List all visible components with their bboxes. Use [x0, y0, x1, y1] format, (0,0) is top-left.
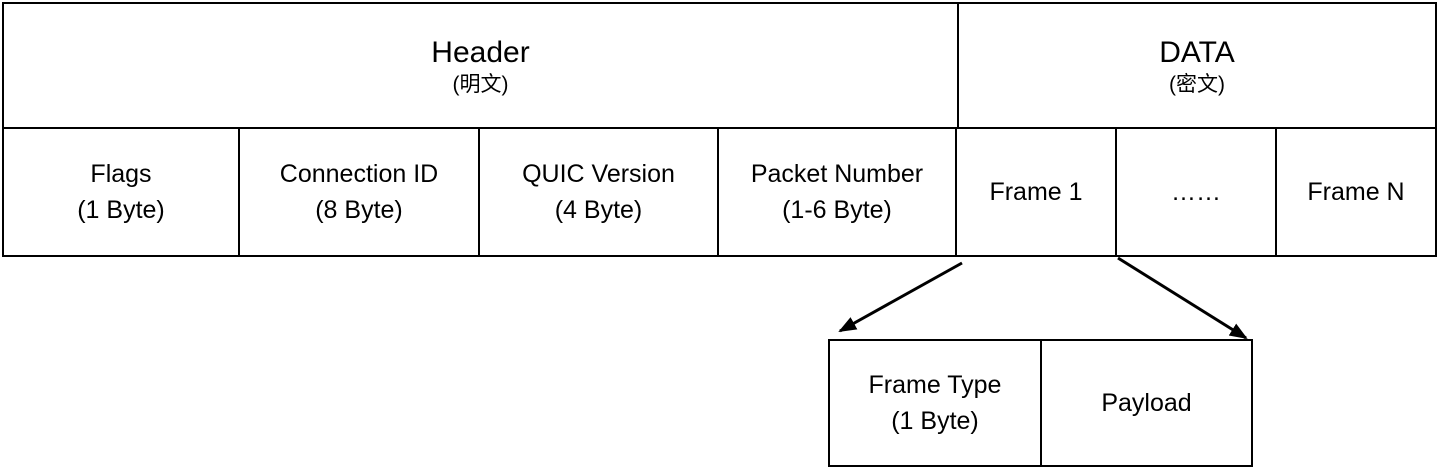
frame-type-cell: Frame Type (1 Byte)	[830, 341, 1042, 465]
field-frame-n: Frame N	[1277, 129, 1435, 255]
field-quic-version: QUIC Version (4 Byte)	[480, 129, 719, 255]
field-packet-number-size: (1-6 Byte)	[782, 196, 892, 224]
frame1-expand-arrow-left	[838, 261, 963, 333]
field-connection-id-size: (8 Byte)	[315, 196, 403, 224]
field-frame-n-label: Frame N	[1307, 178, 1405, 206]
frame-type-size: (1 Byte)	[891, 407, 979, 435]
field-flags-size: (1 Byte)	[77, 196, 165, 224]
data-section-subtitle: (密文)	[1169, 72, 1225, 96]
header-section-subtitle: (明文)	[452, 72, 509, 96]
data-section-cell: DATA (密文)	[959, 4, 1435, 127]
packet-structure-table: Header (明文) DATA (密文) Flags (1 Byte) Con…	[2, 2, 1437, 257]
fields-row: Flags (1 Byte) Connection ID (8 Byte) QU…	[4, 129, 1435, 255]
header-section-cell: Header (明文)	[4, 4, 959, 127]
field-frame-ellipsis: ……	[1117, 129, 1277, 255]
frame-type-name: Frame Type	[868, 371, 1002, 399]
section-row: Header (明文) DATA (密文)	[4, 4, 1435, 129]
field-frame-ellipsis-label: ……	[1171, 178, 1221, 206]
field-flags-name: Flags	[90, 160, 152, 188]
payload-cell: Payload	[1042, 341, 1251, 465]
field-frame-1-label: Frame 1	[989, 178, 1083, 206]
payload-name: Payload	[1101, 389, 1192, 417]
field-packet-number: Packet Number (1-6 Byte)	[719, 129, 957, 255]
field-connection-id-name: Connection ID	[279, 160, 439, 188]
field-quic-version-size: (4 Byte)	[554, 196, 643, 224]
field-quic-version-name: QUIC Version	[522, 160, 675, 188]
header-section-title: Header	[431, 35, 530, 69]
field-packet-number-name: Packet Number	[750, 160, 924, 188]
frame-detail-table: Frame Type (1 Byte) Payload	[828, 339, 1253, 467]
data-section-title: DATA	[1159, 35, 1235, 69]
field-connection-id: Connection ID (8 Byte)	[240, 129, 480, 255]
field-frame-1: Frame 1	[957, 129, 1117, 255]
field-flags: Flags (1 Byte)	[4, 129, 240, 255]
frame1-expand-arrow-right	[1117, 256, 1248, 340]
